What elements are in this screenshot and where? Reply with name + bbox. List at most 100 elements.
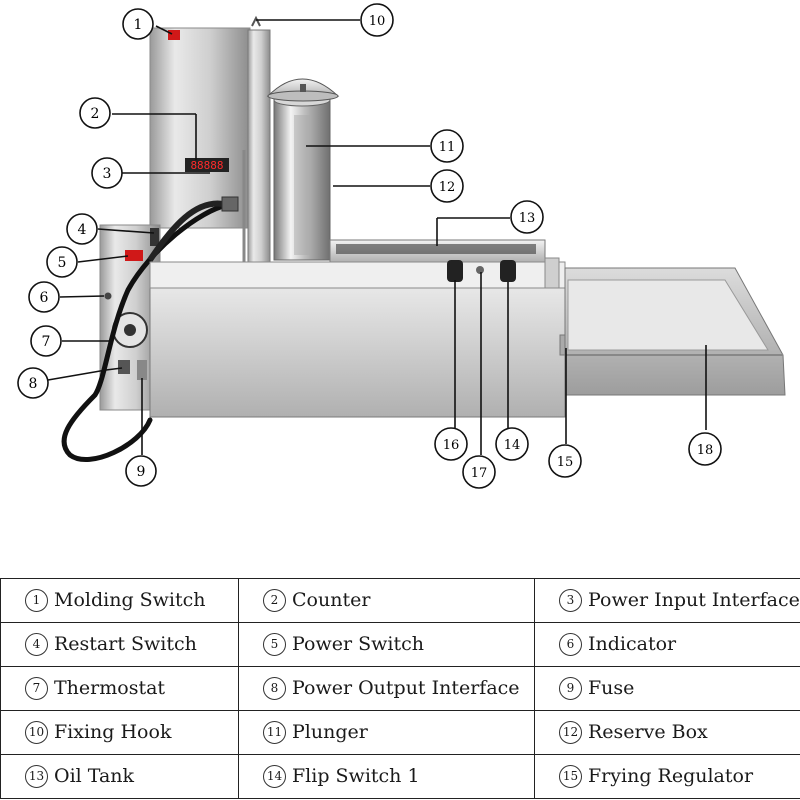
legend-cell: 4 Restart Switch (0, 622, 239, 667)
legend-number-badge: 14 (263, 765, 286, 788)
fuse (137, 360, 147, 380)
frame-post (242, 15, 271, 286)
callout-17: 17 (462, 455, 496, 489)
legend-label: Reserve Box (588, 721, 708, 743)
reserve-box-lid (266, 78, 340, 102)
legend-label: Indicator (588, 633, 677, 655)
legend-cell: 11 Plunger (238, 710, 535, 755)
callout-15: 15 (548, 444, 582, 478)
legend-cell: 15 Frying Regulator (534, 754, 800, 799)
main-body (149, 257, 573, 418)
legend-label: Fixing Hook (54, 721, 172, 743)
legend-label: Counter (292, 589, 371, 611)
callouts: 1 2 3 4 5 6 7 8 9 10 11 12 13 14 15 16 1… (17, 3, 722, 489)
legend-number-badge: 11 (263, 721, 286, 744)
parts-legend-table: 1 Molding Switch 2 Counter 3 Power Input In… (0, 578, 800, 799)
callout-16: 16 (434, 427, 468, 461)
legend-row: 10 Fixing Hook 11 Plunger 12 Reserve Box (0, 710, 800, 755)
legend-number-badge: 8 (263, 677, 286, 700)
callout-13: 13 (510, 200, 544, 234)
legend-number-badge: 7 (25, 677, 48, 700)
legend-number-badge: 1 (25, 589, 48, 612)
power-output-interface (118, 360, 130, 374)
indicator-light (104, 292, 112, 300)
leader-lines (47, 19, 707, 455)
legend-number-badge: 6 (559, 633, 582, 656)
callout-8: 8 (17, 367, 49, 399)
legend-label: Thermostat (54, 677, 166, 699)
flip-switch-knob (500, 260, 516, 282)
restart-switch (150, 228, 159, 246)
legend-number-badge: 5 (263, 633, 286, 656)
frying-regulator-knob (447, 260, 463, 282)
callout-17-label: 17 (471, 466, 488, 481)
legend-number-badge: 15 (559, 765, 582, 788)
callout-8-label: 8 (29, 376, 38, 392)
callout-9-label: 9 (137, 464, 146, 480)
legend-label: Restart Switch (54, 633, 197, 655)
callout-14-label: 14 (504, 438, 521, 453)
legend-number-badge: 4 (25, 633, 48, 656)
callout-5: 5 (46, 246, 78, 278)
counter-digits: 88888 (190, 159, 223, 172)
reserve-box-cylinder (273, 93, 331, 261)
callout-4-label: 4 (78, 222, 87, 238)
callout-4: 4 (66, 213, 98, 245)
callout-9: 9 (125, 455, 157, 487)
callout-14: 14 (495, 427, 529, 461)
callout-6-label: 6 (40, 290, 49, 306)
legend-number-badge: 2 (263, 589, 286, 612)
legend-row: 1 Molding Switch 2 Counter 3 Power Input In… (0, 578, 800, 623)
callout-2-label: 2 (91, 106, 100, 122)
callout-3: 3 (91, 157, 123, 189)
legend-label: Flip Switch 1 (292, 765, 420, 787)
legend-cell: 1 Molding Switch (0, 578, 239, 623)
callout-10-label: 10 (369, 14, 386, 29)
callout-10: 10 (360, 3, 394, 37)
callout-1-label: 1 (134, 17, 143, 33)
callout-11: 11 (430, 129, 464, 163)
counter-display (185, 158, 229, 172)
callout-13-label: 13 (519, 211, 536, 226)
legend-label: Power Input Interface (588, 589, 800, 611)
legend-number-badge: 10 (25, 721, 48, 744)
legend-label: Frying Regulator (588, 765, 754, 787)
callout-15-label: 15 (557, 455, 574, 470)
collection-tray (564, 267, 786, 396)
callout-11-label: 11 (439, 140, 456, 155)
callout-1: 1 (122, 8, 154, 40)
fixing-hook (251, 15, 261, 27)
callout-7: 7 (30, 325, 62, 357)
legend-number-badge: 13 (25, 765, 48, 788)
control-tower: 88888 (149, 27, 251, 229)
callout-12: 12 (430, 169, 464, 203)
callout-18: 18 (688, 432, 722, 466)
legend-label: Power Output Interface (292, 677, 520, 699)
molding-switch (168, 30, 180, 40)
legend-cell: 8 Power Output Interface (238, 666, 535, 711)
legend-cell: 2 Counter (238, 578, 535, 623)
legend-cell: 12 Reserve Box (534, 710, 800, 755)
callout-6: 6 (28, 281, 60, 313)
legend-number-badge: 12 (559, 721, 582, 744)
callout-2: 2 (79, 97, 111, 129)
legend-number-badge: 3 (559, 589, 582, 612)
legend-cell: 10 Fixing Hook (0, 710, 239, 755)
legend-cell: 6 Indicator (534, 622, 800, 667)
legend-label: Plunger (292, 721, 368, 743)
callout-7-label: 7 (42, 334, 51, 350)
small-indicator (476, 266, 484, 274)
callout-16-label: 16 (443, 438, 460, 453)
callout-12-label: 12 (439, 180, 456, 195)
legend-label: Molding Switch (54, 589, 206, 611)
callout-5-label: 5 (58, 255, 67, 271)
legend-cell: 3 Power Input Interface (534, 578, 800, 623)
legend-number-badge: 9 (559, 677, 582, 700)
power-switch (125, 250, 143, 261)
